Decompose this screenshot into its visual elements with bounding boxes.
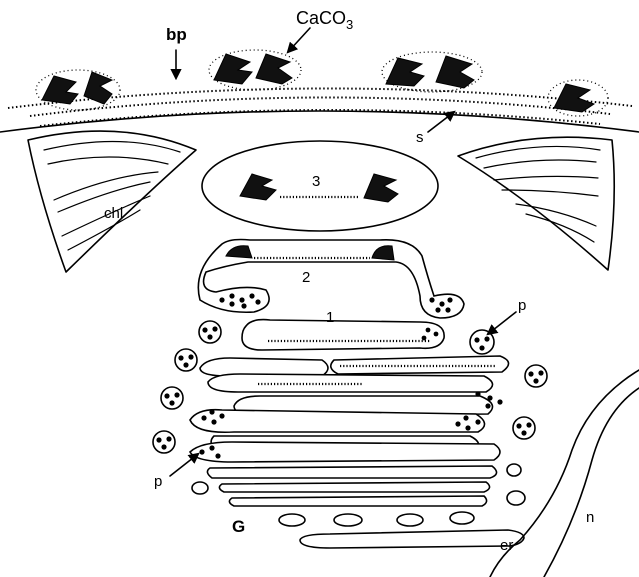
coccolith-3 <box>382 52 482 92</box>
particle-vesicle <box>153 431 175 453</box>
label-stage-2: 2 <box>302 269 310 286</box>
label-s: s <box>416 129 424 146</box>
label-p-upper: p <box>518 297 526 314</box>
small-vesicle <box>507 491 525 505</box>
small-vesicle <box>507 464 521 476</box>
label-p-lower: p <box>154 473 162 490</box>
small-vesicle <box>334 514 362 526</box>
particle-vesicle <box>513 417 535 439</box>
coccolith-4 <box>548 80 608 116</box>
label-nucleus: n <box>586 509 594 526</box>
golgi-cisternae <box>190 356 509 506</box>
s-arrow <box>428 112 454 132</box>
coccolith-2 <box>209 50 301 90</box>
label-stage-3: 3 <box>312 173 320 190</box>
particle-vesicle <box>470 330 494 354</box>
particle-vesicle <box>199 321 221 343</box>
small-vesicle <box>192 482 208 494</box>
label-stage-1: 1 <box>326 309 334 326</box>
caco3-arrow <box>288 28 310 52</box>
p-upper-arrow <box>488 312 516 334</box>
coccolith-1 <box>36 70 120 110</box>
coccolith-vesicle-1 <box>242 320 444 350</box>
coccolith-vesicle-2 <box>198 240 464 319</box>
particle-vesicle <box>175 349 197 371</box>
particle-vesicle <box>161 387 183 409</box>
label-chl: chl <box>104 205 123 222</box>
chloroplast-left <box>28 131 196 272</box>
particle-vesicle <box>525 365 547 387</box>
label-caco3: CaCO3 <box>296 8 353 32</box>
small-vesicle <box>450 512 474 524</box>
chloroplast-right <box>458 137 614 270</box>
endoplasmic-reticulum <box>300 530 524 548</box>
small-vesicle <box>397 514 423 526</box>
label-bp: bp <box>166 25 187 44</box>
label-golgi: G <box>232 517 245 536</box>
p-lower-arrow <box>170 454 198 476</box>
small-vesicle <box>279 514 305 526</box>
label-er: er <box>500 537 513 554</box>
